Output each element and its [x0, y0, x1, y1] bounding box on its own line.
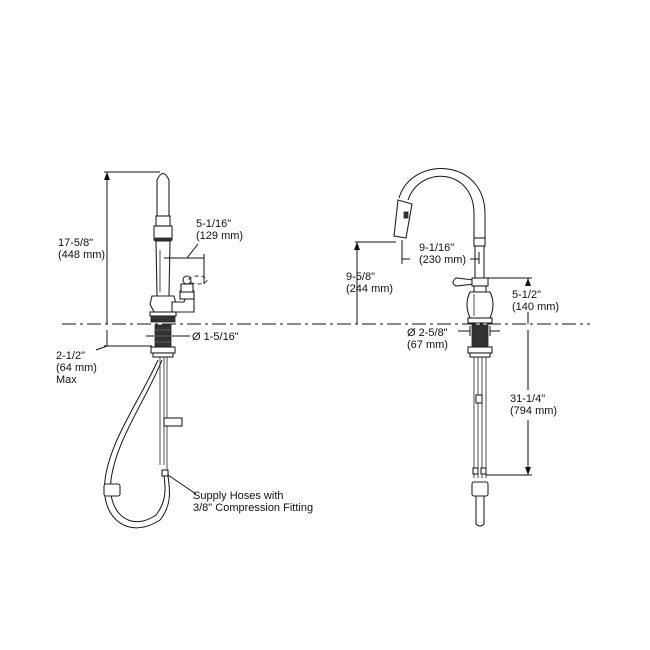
- dim-metric: (64 mm): [56, 362, 97, 374]
- dim-imperial: 2-1/2": [56, 350, 85, 362]
- dim-handle-offset-label: 5-1/16" (129 mm): [196, 218, 243, 242]
- dim-base-diameter-label: Ø 2-5/8" (67 mm): [407, 327, 448, 351]
- dim-metric: (230 mm): [419, 254, 467, 266]
- dim-imperial: Ø 2-5/8": [407, 327, 448, 339]
- dim-imperial: 5-1/16": [196, 218, 232, 230]
- supply-hoses-callout: Supply Hoses with 3/8" Compression Fitti…: [193, 490, 313, 514]
- dim-metric: (129 mm): [196, 230, 244, 242]
- dim-spout-reach-label: 9-1/16" (230 mm): [419, 242, 466, 266]
- dim-spout-clearance-label: 9-5/8" (244 mm): [346, 271, 393, 295]
- dim-imperial: 9-5/8": [346, 271, 375, 283]
- dim-imperial: Ø 1-5/16": [192, 331, 239, 343]
- dim-imperial: 17-5/8": [58, 237, 94, 249]
- front-view-dimensions: [354, 240, 532, 476]
- dim-imperial: 5-1/2": [512, 289, 541, 301]
- dim-imperial: 31-1/4": [510, 393, 546, 405]
- dim-below-deck-label: 31-1/4" (794 mm): [510, 393, 557, 417]
- dim-note: Max: [56, 374, 77, 386]
- front-view-faucet: [393, 168, 494, 527]
- dim-handle-height-label: 5-1/2" (140 mm): [512, 289, 559, 313]
- dim-metric: (140 mm): [512, 301, 560, 313]
- dim-hole-diameter-label: Ø 1-5/16": [192, 331, 239, 343]
- dim-height-label: 17-5/8" (448 mm): [58, 237, 105, 261]
- callout-line-2: 3/8" Compression Fitting: [193, 502, 314, 514]
- dim-metric: (448 mm): [58, 249, 106, 261]
- callout-line-1: Supply Hoses with: [193, 490, 284, 502]
- side-view-dimensions: [95, 171, 205, 495]
- dim-metric: (794 mm): [510, 405, 558, 417]
- side-view-faucet: [103, 172, 208, 529]
- dim-imperial: 9-1/16": [419, 242, 455, 254]
- dim-metric: (244 mm): [346, 283, 394, 295]
- dim-metric: (67 mm): [407, 339, 448, 351]
- dim-deck-thickness-label: 2-1/2" (64 mm) Max: [56, 350, 97, 386]
